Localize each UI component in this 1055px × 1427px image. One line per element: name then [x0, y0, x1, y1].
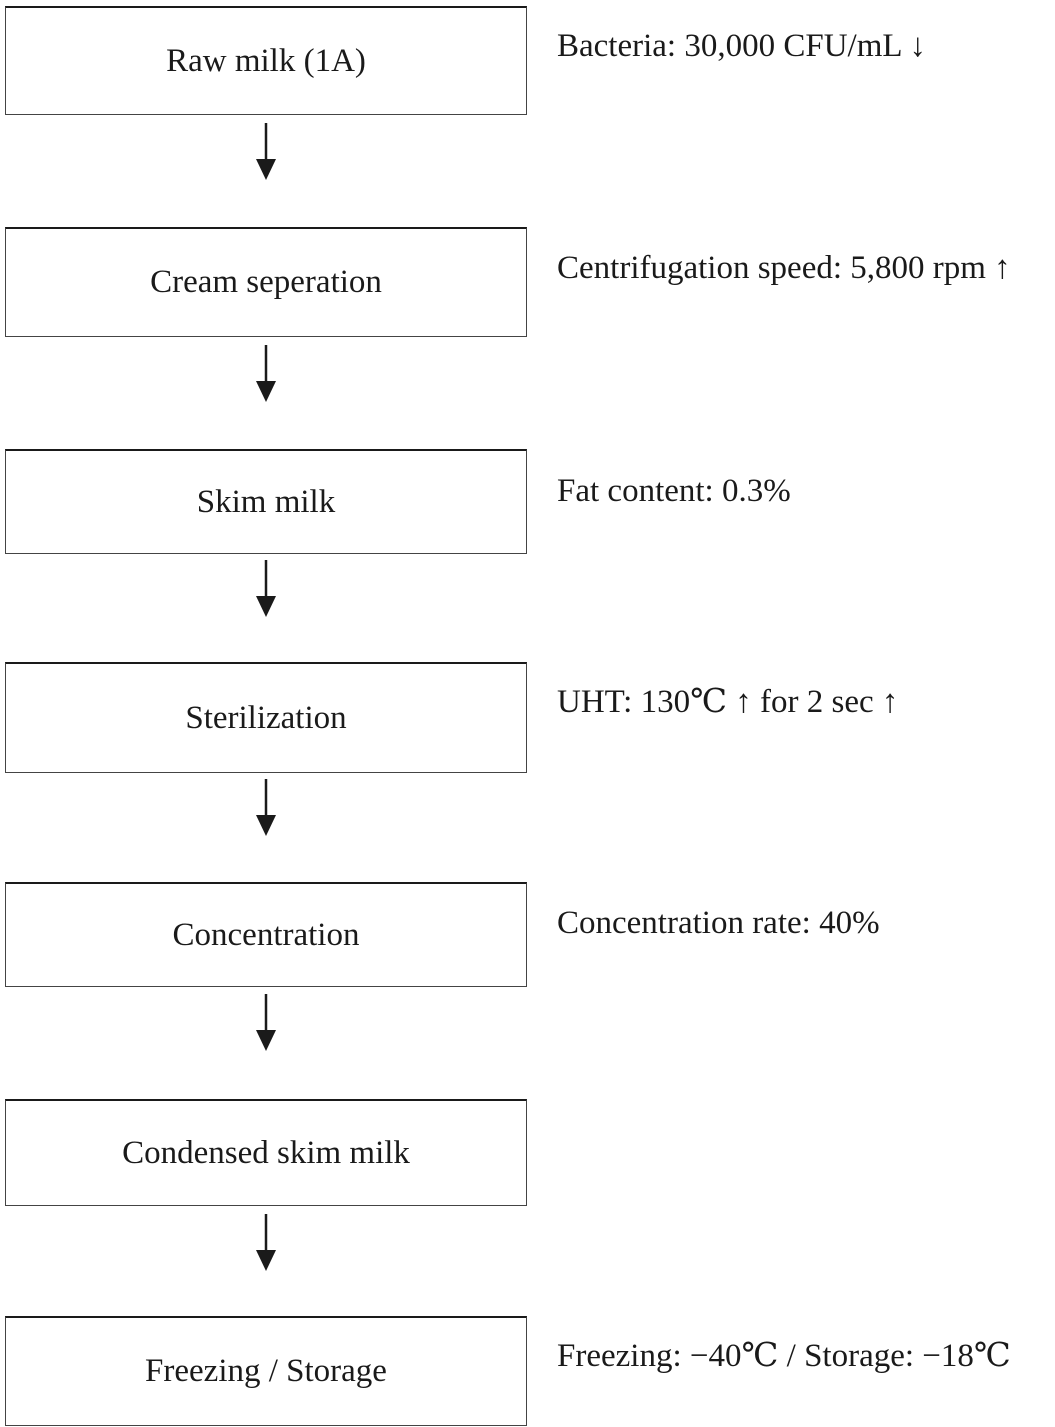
step-label: Raw milk (1A) [166, 42, 366, 79]
step-note-centrifugation: Centrifugation speed: 5,800 rpm ↑ [557, 250, 1011, 286]
down-arrow-icon [256, 345, 276, 402]
step-label: Condensed skim milk [122, 1134, 410, 1171]
step-label: Sterilization [185, 699, 347, 736]
step-box-raw-milk: Raw milk (1A) [5, 6, 527, 115]
step-box-sterilization: Sterilization [5, 662, 527, 773]
down-arrow-icon [256, 1214, 276, 1271]
step-note-concentration-rate: Concentration rate: 40% [557, 905, 880, 941]
step-box-skim-milk: Skim milk [5, 449, 527, 554]
step-box-cream-separation: Cream seperation [5, 227, 527, 337]
down-arrow-icon [256, 994, 276, 1051]
step-box-concentration: Concentration [5, 882, 527, 987]
step-label: Concentration [172, 916, 360, 953]
step-note-bacteria: Bacteria: 30,000 CFU/mL ↓ [557, 28, 927, 64]
step-label: Freezing / Storage [145, 1353, 387, 1389]
step-label: Skim milk [196, 483, 336, 520]
down-arrow-icon [256, 560, 276, 617]
down-arrow-icon [256, 123, 276, 180]
step-label: Cream seperation [150, 264, 382, 300]
step-box-freezing-storage: Freezing / Storage [5, 1316, 527, 1426]
step-note-freezing-storage: Freezing: −40℃ / Storage: −18℃ [557, 1338, 1011, 1374]
step-note-fat-content: Fat content: 0.3% [557, 473, 791, 509]
step-box-condensed-skim-milk: Condensed skim milk [5, 1099, 527, 1206]
step-note-uht: UHT: 130℃ ↑ for 2 sec ↑ [557, 684, 899, 720]
down-arrow-icon [256, 779, 276, 836]
